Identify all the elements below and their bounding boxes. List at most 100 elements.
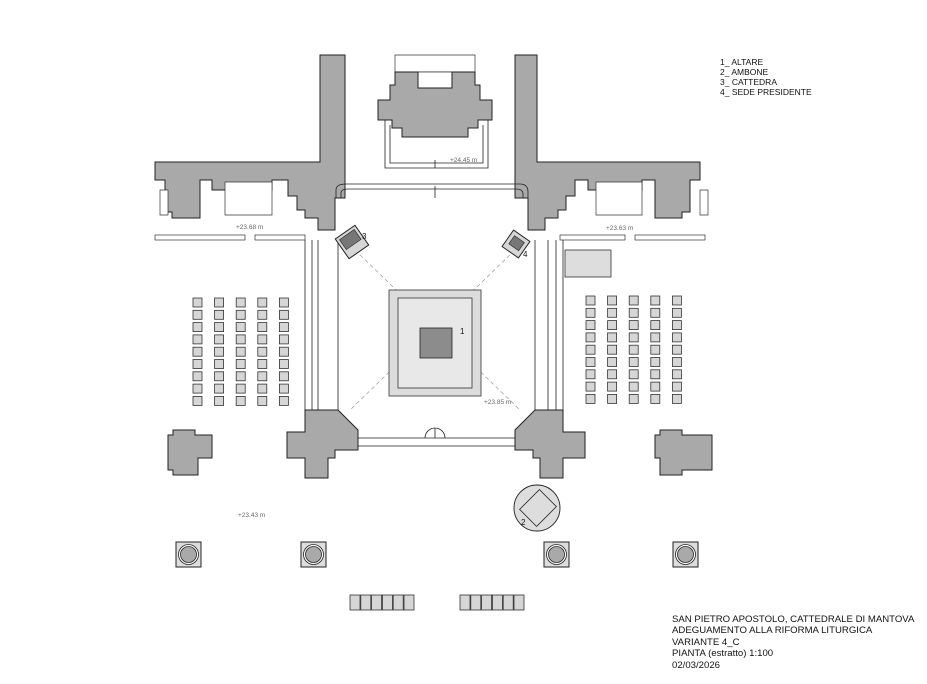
crossing-walls: [154, 54, 709, 231]
chair: [214, 334, 225, 345]
chair: [672, 295, 682, 306]
chair: [628, 307, 639, 318]
legend-item: 2_ AMBONE: [720, 67, 769, 77]
altar-platform: 1: [388, 289, 482, 397]
chair: [214, 371, 225, 382]
chair: [650, 344, 661, 355]
chair: [278, 395, 289, 406]
legend: 1_ ALTARE 2_ AMBONE 3_ CATTEDRA 4_ SEDE …: [720, 57, 812, 97]
chair: [192, 395, 203, 406]
chair: [628, 344, 639, 355]
chair: [607, 393, 617, 404]
bench-chair: [371, 594, 383, 611]
chair: [192, 371, 203, 382]
chair: [192, 359, 203, 369]
bench-chair: [349, 594, 361, 611]
chair: [628, 381, 639, 392]
chair: [257, 309, 268, 320]
chair: [650, 357, 661, 367]
chair: [672, 357, 682, 367]
chair: [278, 322, 289, 333]
chair: [650, 381, 661, 392]
bench-chair: [459, 594, 471, 611]
bench-chair: [470, 594, 482, 611]
chair: [672, 393, 682, 404]
crossing-side-lines: [304, 240, 564, 447]
title-line: PIANTA (estratto) 1:100: [672, 648, 774, 660]
chair: [585, 320, 596, 331]
title-line: VARIANTE 4_C: [672, 636, 740, 648]
chair: [585, 295, 596, 306]
chair: [672, 344, 682, 355]
chair: [650, 320, 661, 331]
chair: [278, 334, 289, 345]
chair: [672, 307, 682, 318]
chair: [672, 332, 682, 343]
chair: [257, 346, 268, 357]
chair: [607, 332, 617, 343]
chair: [235, 359, 246, 369]
chair: [628, 332, 639, 343]
ambo: 2: [513, 484, 561, 532]
legend-item: 3_ CATTEDRA: [720, 77, 777, 87]
bench-chair: [381, 594, 393, 611]
legend-item: 4_ SEDE PRESIDENTE: [720, 87, 812, 97]
nave-columns: [175, 541, 699, 568]
level-crossing: +23.85 m: [484, 399, 511, 406]
level-presbytery: +24.45 m: [450, 157, 477, 164]
chair: [672, 381, 682, 392]
level-nave: +23.43 m: [238, 512, 265, 519]
chair: [585, 393, 596, 404]
crossing-piers: [286, 409, 586, 479]
apse-platform: [335, 54, 529, 198]
title-line: SAN PIETRO APOSTOLO, CATTEDRALE DI MANTO…: [672, 614, 915, 625]
chair: [192, 322, 203, 333]
chair: [607, 344, 617, 355]
level-left-transept: +23.68 m: [236, 224, 263, 231]
bench-chair: [513, 594, 525, 611]
chair: [607, 295, 617, 306]
ambo-marker: 2: [521, 518, 526, 527]
chair: [278, 359, 289, 369]
chair: [192, 346, 203, 357]
title-block: SAN PIETRO APOSTOLO, CATTEDRALE DI MANTO…: [672, 614, 914, 671]
chair: [214, 383, 225, 394]
chair: [235, 334, 246, 345]
bench-chair: [403, 594, 415, 611]
chair: [607, 357, 617, 367]
chair: [214, 322, 225, 333]
chair: [278, 309, 289, 320]
level-right-transept: +23.63 m: [606, 225, 633, 232]
chair: [235, 346, 246, 357]
chair: [257, 359, 268, 369]
chair: [628, 369, 639, 380]
chair: [214, 297, 225, 308]
column-base: [300, 541, 327, 568]
seating: [192, 295, 682, 611]
chair: [628, 320, 639, 331]
chair: [278, 297, 289, 308]
chair: [192, 383, 203, 394]
chair: [607, 369, 617, 380]
chair: [278, 371, 289, 382]
chair: [257, 371, 268, 382]
chair: [235, 297, 246, 308]
column-base: [175, 541, 202, 568]
chair: [672, 320, 682, 331]
chair: [585, 369, 596, 380]
chair: [214, 309, 225, 320]
altar-marker: 1: [460, 327, 465, 336]
chair: [607, 320, 617, 331]
chair: [257, 334, 268, 345]
legend-item: 1_ ALTARE: [720, 57, 764, 67]
nave-piers: [167, 429, 713, 476]
chair: [235, 309, 246, 320]
title-line: ADEGUAMENTO ALLA RIFORMA LITURGICA: [672, 625, 873, 637]
altar: [419, 327, 453, 359]
chair: [628, 357, 639, 367]
chair: [235, 322, 246, 333]
chair: [650, 295, 661, 306]
chair: [192, 334, 203, 345]
chair: [628, 393, 639, 404]
